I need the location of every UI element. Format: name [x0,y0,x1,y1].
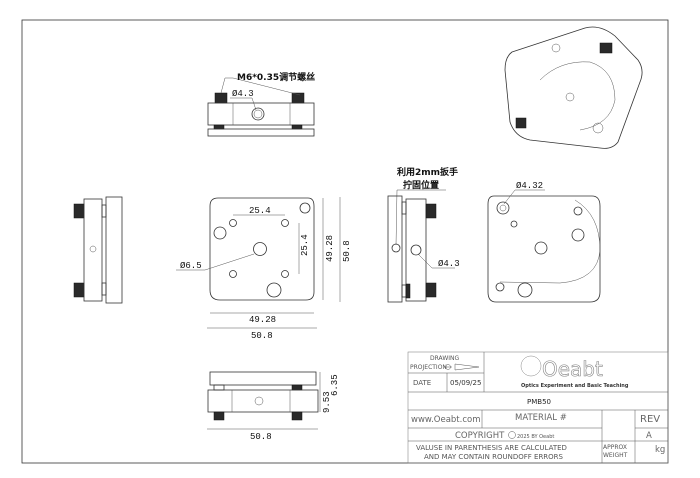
bottom-thickness-top: 6.35 [330,374,340,396]
isometric-view [504,26,643,149]
front-hole-spacing-horizontal: 25.4 [249,206,271,216]
left-side-view [73,196,123,304]
rev-value: A [646,431,652,441]
wrench-note-line2: 拧固位置 [403,179,439,191]
logo-tagline: Optics Experiment and Basic Teaching [521,383,629,389]
date-value: 05/09/25 [450,379,481,387]
bottom-width: 50.8 [250,432,272,442]
front-view: 25.4 25.4 49.28 50.8 Ø6.5 49.28 50.8 [176,197,352,341]
bottom-thickness-main: 9.53 [322,391,332,413]
copyright-label: COPYRIGHT [455,431,505,441]
oeabt-logo: Oeabt Optics Experiment and Basic Teachi… [520,355,629,389]
front-hole-spacing-vertical: 25.4 [300,234,310,256]
wrench-note-line1: 利用2mm扳手 [396,166,458,178]
third-angle-projection-icon [444,363,480,371]
front-inner-width: 49.28 [249,315,276,325]
rear-view: Ø4.32 [487,181,601,303]
front-inner-height: 49.28 [325,235,335,262]
side-hole-dimension: Ø4.3 [438,259,460,269]
adjust-screw-left-icon [214,92,228,104]
disclaimer-line2: AND MAY CONTAIN ROUNDOFF ERRORS [424,453,564,461]
drawing-border [21,19,669,464]
front-center-hole-dimension: Ø6.5 [180,261,202,271]
approx-label: APPROX [603,444,627,451]
weight-unit: kg [655,445,665,455]
disclaimer-line1: VALUSE IN PARENTHESIS ARE CALCULATED [416,444,567,452]
copyright-icon [508,431,516,439]
front-outer-width: 50.8 [251,331,273,341]
front-outer-height: 50.8 [342,240,352,262]
website-link[interactable]: www.Oeabt.com [411,415,481,425]
screw-note: M6*0.35调节螺丝 [237,71,315,83]
weight-label: WEIGHT [603,452,628,459]
title-block: DRAWING PROJECTION DATE 05/09/25 Oeabt O… [407,351,669,464]
logo-text: Oeabt [542,357,603,381]
material-label: MATERIAL # [515,413,567,423]
projection-label: PROJECTION [410,364,447,371]
part-number: PMB50 [527,398,551,406]
date-label: DATE [413,379,431,387]
top-view: M6*0.35调节螺丝 Ø4.3 [207,71,315,137]
drawing-label: DRAWING [430,355,460,362]
rev-label: REV [640,414,660,425]
copyright-detail: 2025 BY Oeabt [517,434,554,440]
top-hole-dimension: Ø4.3 [232,89,254,99]
bottom-view: 6.35 9.53 50.8 [207,371,340,442]
right-side-view: 利用2mm扳手 拧固位置 Ø4.3 [387,166,460,303]
rear-hole-dimension: Ø4.32 [516,181,543,191]
